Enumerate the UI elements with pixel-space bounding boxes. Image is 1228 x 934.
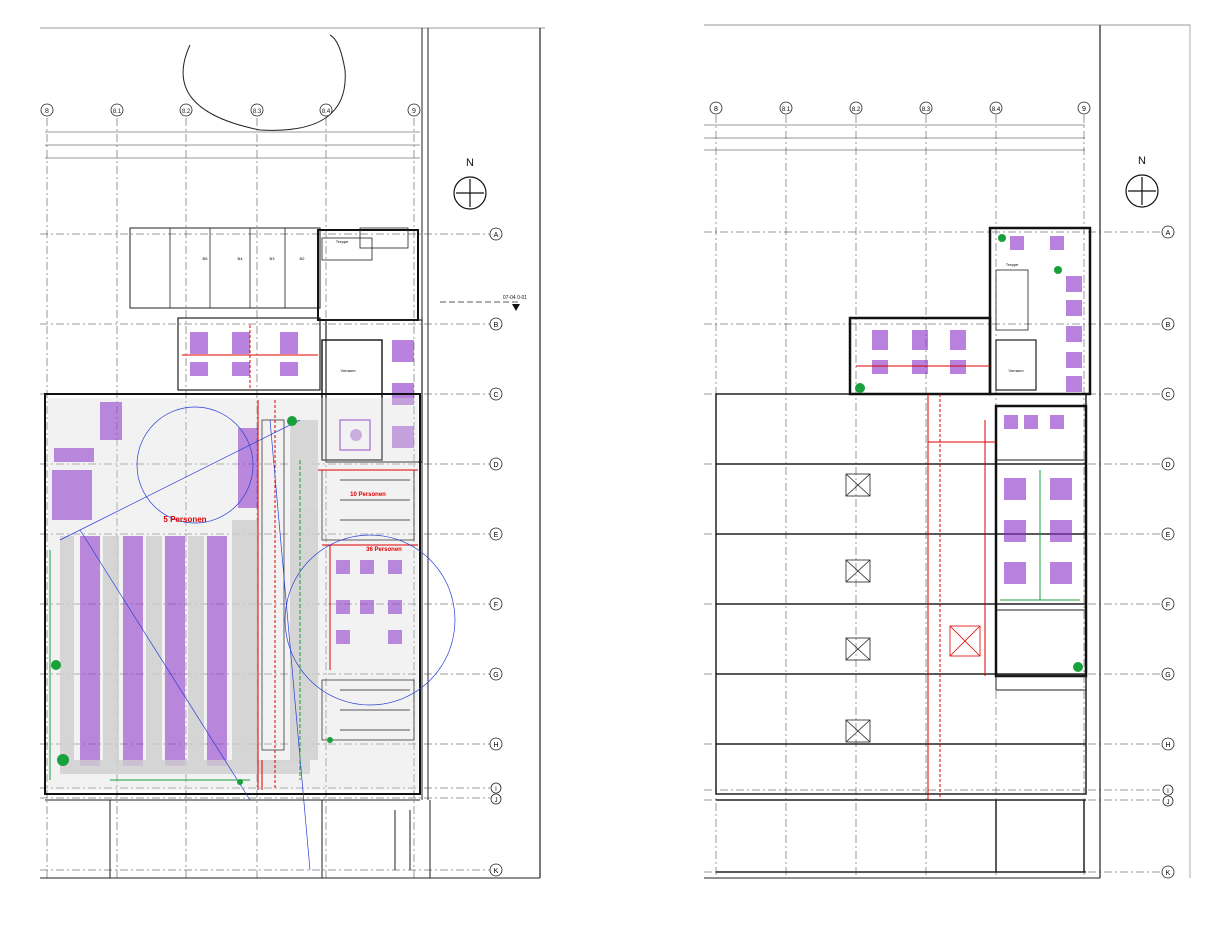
site-boundary [421, 28, 431, 878]
axis-label-col: 8.2 [182, 109, 191, 115]
north-label: N [1138, 155, 1146, 167]
north-office-block: B5 B4 B3 B2 [129, 227, 321, 309]
right-north-offices: Treppe Vorraum [848, 226, 1092, 396]
room-bay-label: B2 [300, 256, 306, 261]
section-arrow-icon [512, 304, 520, 311]
north-label: N [466, 157, 474, 169]
axis-label-row: F [494, 602, 498, 609]
right-east-office-wing [994, 404, 1088, 691]
axis-label-row: K [494, 868, 499, 875]
axis-label-row: J [1167, 800, 1170, 806]
south-structure [45, 799, 420, 878]
axis-label-row: C [1165, 392, 1170, 399]
room-label-stair: Treppe [1006, 262, 1019, 267]
axis-label-col: 8.3 [922, 107, 931, 113]
axis-label-row: A [1166, 230, 1171, 237]
axis-label-row: B [494, 322, 499, 329]
axis-label-col: 8.4 [992, 107, 1001, 113]
warehouse-hall: 5 Personen 10 Personen 36 Personen [44, 393, 456, 871]
room-label-stair: Treppe [336, 239, 349, 244]
compass-icon [1125, 174, 1159, 208]
room-bay-label: B3 [270, 256, 276, 261]
axis-label-col: 9 [412, 108, 416, 115]
axis-label-row: H [493, 742, 498, 749]
landscape-arc [182, 34, 346, 131]
axis-label-row: G [1165, 672, 1170, 679]
axis-label-row: G [493, 672, 498, 679]
axis-label-row: I [1167, 789, 1169, 795]
axis-label-row: J [495, 798, 498, 804]
occupancy-label: 10 Personen [350, 492, 386, 498]
room-bay-label: B4 [238, 256, 244, 261]
right-escape-routes [927, 394, 996, 800]
dimension-lines [45, 131, 420, 159]
axis-label-row: I [495, 787, 497, 793]
room-bay-label: B5 [203, 256, 209, 261]
room-label-lobby: Vorraum [340, 368, 356, 373]
axis-label-col: 8 [714, 106, 718, 113]
left-row-axes: A B C D E F G H I J K [40, 227, 503, 877]
axis-label-col: 8.2 [852, 107, 861, 113]
occupancy-label: 36 Personen [366, 547, 402, 553]
office-area-east [325, 319, 423, 463]
axis-label-col: 8.1 [782, 107, 791, 113]
hall-structure [715, 393, 1087, 873]
axis-label-row: E [494, 532, 499, 539]
section-marker-label: 07-04 0-01 [503, 295, 527, 301]
compass-icon [453, 176, 487, 210]
skylights [845, 473, 981, 743]
axis-label-row: K [1166, 870, 1171, 877]
axis-label-row: C [493, 392, 498, 399]
room-label-lobby: Vorraum [1008, 368, 1024, 373]
axis-label-col: 9 [1082, 106, 1086, 113]
occupancy-label: 5 Personen [163, 515, 206, 524]
axis-label-row: D [493, 462, 498, 469]
right-column-axes: 8 8.1 8.2 8.3 8.4 9 [709, 101, 1091, 878]
axis-label-col: 8.1 [113, 109, 122, 115]
dimension-lines [704, 124, 1085, 151]
right-row-axes: A B C D E F G H I J K [704, 225, 1175, 879]
right-floor-plan: 8 8.1 8.2 8.3 8.4 9 [704, 24, 1191, 879]
left-floor-plan: 8 8.1 8.2 8.3 8.4 9 [40, 27, 545, 880]
axis-label-col: 8.3 [253, 109, 262, 115]
axis-label-row: H [1165, 742, 1170, 749]
office-area-north [177, 317, 321, 391]
axis-label-row: A [494, 232, 499, 239]
axis-label-row: D [1165, 462, 1170, 469]
axis-label-col: 8.4 [322, 109, 331, 115]
axis-label-row: B [1166, 322, 1171, 329]
axis-label-row: E [1166, 532, 1171, 539]
axis-label-row: F [1166, 602, 1170, 609]
axis-label-col: 8 [45, 108, 49, 115]
